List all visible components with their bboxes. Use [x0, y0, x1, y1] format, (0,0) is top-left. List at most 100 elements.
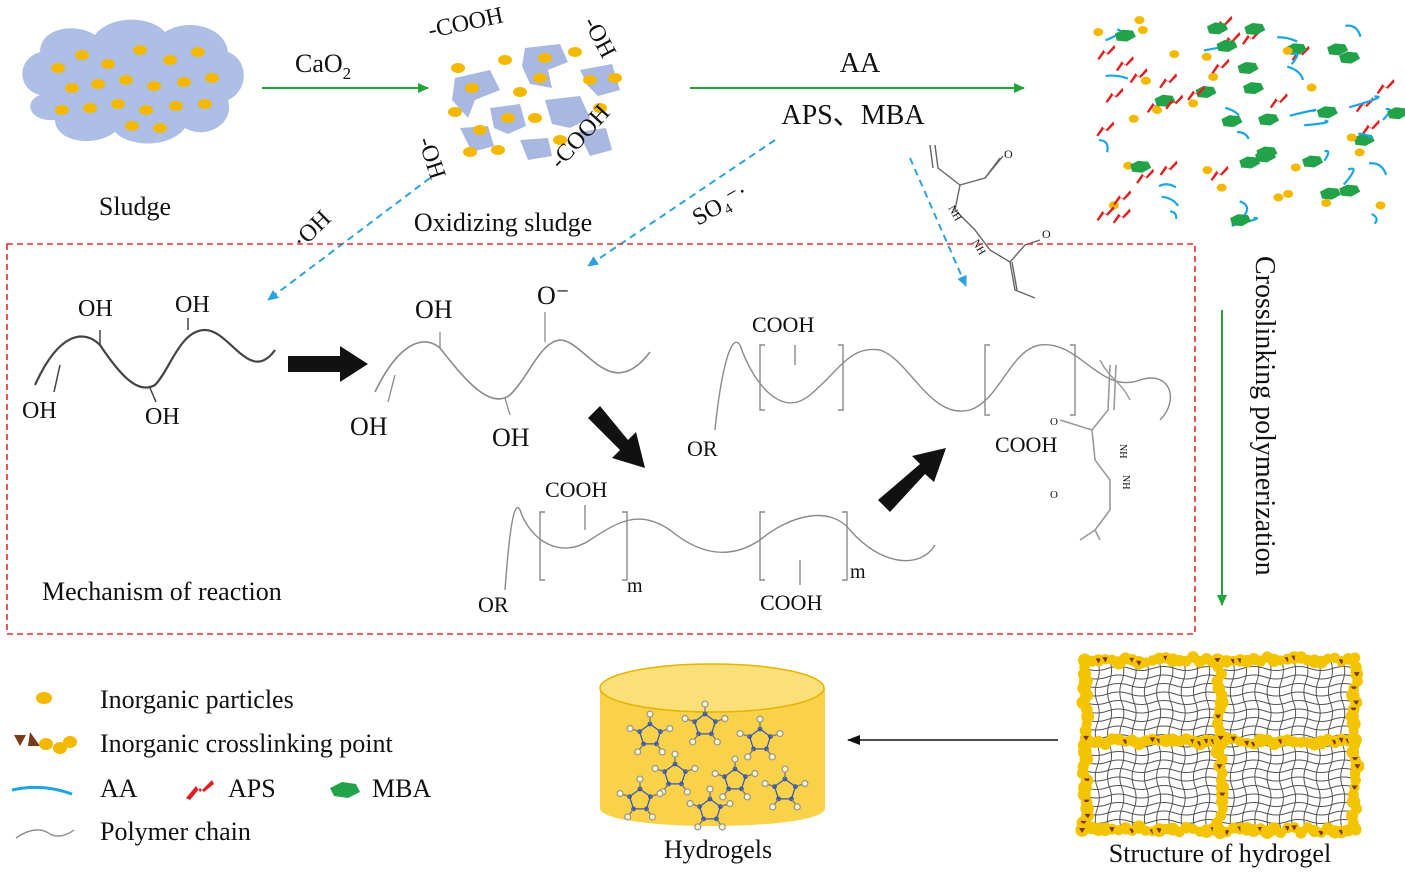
legend-aa-icon: [11, 785, 73, 796]
aps-mark: [1159, 160, 1178, 176]
oh-5: OH: [415, 295, 453, 324]
polymer-chain-activated: [374, 312, 651, 416]
aa-strand: [1237, 131, 1250, 140]
aa-strand: [1289, 108, 1317, 117]
oxidizing-sludge: [448, 44, 622, 160]
oh-6: OH: [350, 412, 388, 441]
oh-bottom-label: -OH: [412, 134, 450, 183]
particle-mark: [1152, 106, 1163, 115]
legend-aps: APS: [228, 774, 276, 803]
legend-mba-icon: [330, 782, 360, 798]
mba-mark: [1221, 115, 1243, 128]
aps-mark: [1165, 94, 1184, 110]
mba-nh-1: NH: [945, 204, 963, 224]
mba-mark: [1244, 23, 1266, 36]
particle-mark: [1346, 133, 1357, 142]
m-b2: m: [850, 561, 866, 583]
aps-mark: [1105, 87, 1124, 103]
aa-strand: [1169, 210, 1178, 220]
particle-mark: [1201, 52, 1212, 61]
or-c: OR: [687, 436, 718, 461]
so4-radical-label: SO₄⁻·: [688, 179, 753, 231]
structure-label: Structure of hydrogel: [1109, 839, 1331, 868]
aps-mark: [1115, 56, 1134, 72]
particle-mark: [1208, 72, 1219, 81]
polymer-chain-initial: [33, 318, 276, 403]
mba-mark: [1154, 94, 1176, 107]
mba-o-bottom: O: [1042, 227, 1051, 241]
aps-mark: [1241, 29, 1260, 45]
legend-mba: MBA: [372, 774, 431, 803]
legend-aa: AA: [100, 774, 138, 803]
particle-mark: [1290, 163, 1301, 172]
aa-strand: [1368, 162, 1388, 176]
oh-top-label: -OH: [578, 13, 621, 63]
aa-strand: [1290, 52, 1299, 65]
grafted-chain-bottom: [504, 505, 936, 591]
aa-strand: [1161, 195, 1180, 207]
mba-mark: [1195, 86, 1217, 99]
aps-mark: [1376, 78, 1395, 94]
m-b1: m: [627, 575, 643, 597]
particle-mark: [1188, 99, 1199, 108]
aps-mark: [1136, 168, 1155, 184]
cooh-b2: COOH: [760, 590, 822, 615]
mba-o-top: O: [1004, 147, 1013, 161]
mba-mark: [1239, 156, 1261, 169]
legend-inorganic-crosslinking: Inorganic crosslinking point: [100, 729, 393, 758]
aps-mark: [1269, 93, 1288, 109]
hydrogel-cylinder: [599, 663, 825, 831]
particle-mark: [1128, 114, 1139, 123]
aps-mba-label: APS、MBA: [781, 100, 925, 131]
oh-4: OH: [145, 404, 180, 430]
mechanism-box: [6, 243, 1196, 635]
aps-mark: [1355, 97, 1374, 113]
sludge-cloud: [22, 19, 244, 144]
legend-aps-icon: [186, 780, 214, 800]
reaction-arrow-3: [878, 448, 946, 512]
so4-radical-arrow: [587, 139, 776, 267]
particle-mark: [1202, 166, 1213, 175]
mba-mark: [1242, 82, 1264, 95]
particle-mark: [1375, 201, 1386, 210]
cooh-b1: COOH: [545, 477, 607, 502]
mba-mark: [1207, 22, 1229, 35]
aa-strand: [1304, 119, 1329, 127]
aps-mark: [1113, 190, 1132, 206]
mechanism-label: Mechanism of reaction: [42, 577, 282, 606]
mba-o-4: O: [1050, 489, 1058, 501]
mba-mark: [1353, 133, 1375, 146]
aps-mark: [1096, 205, 1115, 221]
legend-polymer-chain: Polymer chain: [100, 817, 251, 846]
aps-mark: [1361, 119, 1380, 135]
particle-mark: [1216, 183, 1227, 192]
cooh-top-label: -COOH: [426, 3, 506, 44]
particle-mark: [1140, 76, 1151, 85]
reaction-arrow-1: [288, 346, 368, 382]
reactant-mixture: [1093, 15, 1405, 227]
mba-o-3: O: [1050, 416, 1058, 428]
legend-polymer-chain-icon: [15, 829, 75, 839]
mba-mark: [1339, 51, 1361, 64]
aa-strand: [1224, 106, 1240, 117]
oh-2: OH: [175, 292, 210, 318]
aps-mark: [1187, 85, 1206, 101]
aps-mark: [1210, 165, 1229, 181]
aa-label: AA: [840, 48, 881, 79]
legend: Inorganic particles Inorganic crosslinki…: [11, 685, 431, 846]
particle-mark: [1354, 148, 1365, 157]
oh-radical-label: ·OH: [288, 206, 337, 255]
particle-mark: [1273, 193, 1284, 202]
mba-nh-2: NH: [969, 238, 987, 258]
legend-particle-icon: [36, 692, 52, 704]
sludge-particles: [51, 45, 219, 133]
sludge-label: Sludge: [99, 192, 171, 221]
particle-mark: [1134, 16, 1145, 25]
aa-strand: [1286, 65, 1305, 81]
aps-mark: [1097, 44, 1116, 60]
mba-crosslinker: [1059, 364, 1117, 541]
particle-mark: [1123, 161, 1134, 170]
aa-strand: [1342, 167, 1355, 186]
reaction-arrow-2: [588, 406, 645, 468]
